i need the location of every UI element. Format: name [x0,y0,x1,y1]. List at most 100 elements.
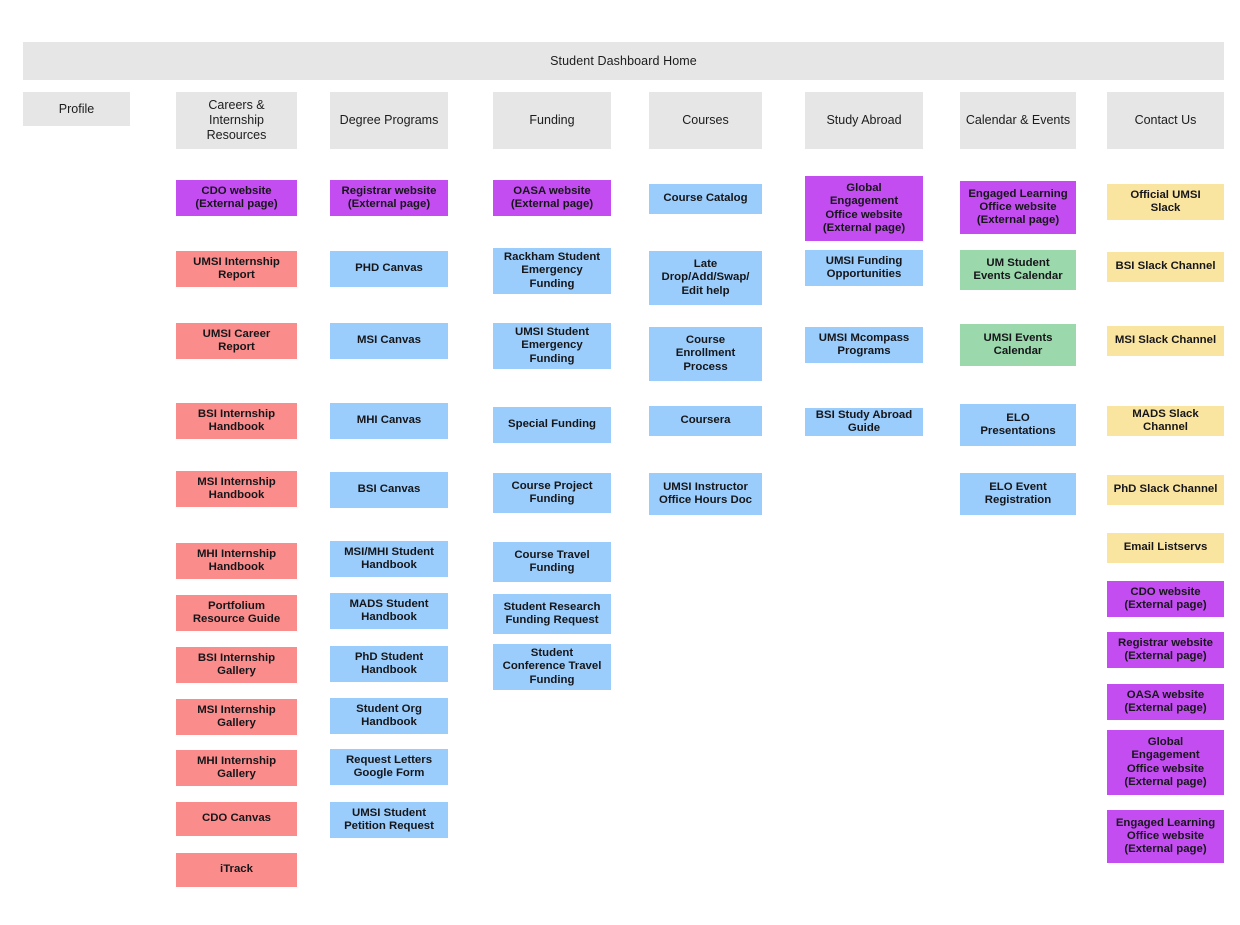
sitemap-node-label: UMSI Student Petition Request [344,806,434,832]
sitemap-node[interactable]: Late Drop/Add/Swap/ Edit help [649,251,762,305]
sitemap-node-label: Registrar website (External page) [1118,636,1213,662]
sitemap-node[interactable]: Student Org Handbook [330,698,448,734]
column-header-label: Contact Us [1134,113,1197,127]
sitemap-node-label: Student Research Funding Request [503,600,601,626]
sitemap-node[interactable]: UM Student Events Calendar [960,250,1076,290]
sitemap-node[interactable]: UMSI Career Report [176,323,297,359]
sitemap-node[interactable]: MSI Slack Channel [1107,326,1224,356]
sitemap-node[interactable]: MHI Internship Handbook [176,543,297,579]
sitemap-node[interactable]: Registrar website (External page) [330,180,448,216]
sitemap-node[interactable]: Request Letters Google Form [330,749,448,785]
sitemap-node[interactable]: Global Engagement Office website (Extern… [1107,730,1224,795]
sitemap-node[interactable]: Official UMSI Slack [1107,184,1224,220]
sitemap-node[interactable]: ELO Presentations [960,404,1076,446]
sitemap-node[interactable]: BSI Internship Handbook [176,403,297,439]
sitemap-node-label: CDO website (External page) [195,184,278,210]
sitemap-node[interactable]: MSI Internship Gallery [176,699,297,735]
sitemap-node[interactable]: UMSI Student Petition Request [330,802,448,838]
sitemap-node[interactable]: CDO website (External page) [1107,581,1224,617]
sitemap-node-label: OASA website (External page) [1124,688,1207,714]
sitemap-node-label: BSI Internship Handbook [197,407,276,433]
sitemap-node[interactable]: Portfolium Resource Guide [176,595,297,631]
sitemap-node[interactable]: Global Engagement Office website (Extern… [805,176,923,241]
sitemap-node[interactable]: MADS Student Handbook [330,593,448,629]
sitemap-node-label: ELO Presentations [980,411,1056,437]
sitemap-node[interactable]: Coursera [649,406,762,436]
sitemap-node[interactable]: UMSI Student Emergency Funding [493,323,611,369]
root-node-student-dashboard-home[interactable]: Student Dashboard Home [23,42,1224,80]
sitemap-node[interactable]: BSI Slack Channel [1107,252,1224,282]
sitemap-node-label: MSI/MHI Student Handbook [344,545,434,571]
sitemap-node-label: UM Student Events Calendar [973,256,1063,282]
column-header-profile[interactable]: Profile [23,92,130,126]
sitemap-node-label: MSI Internship Gallery [197,703,276,729]
sitemap-node-label: Engaged Learning Office website (Externa… [968,187,1068,227]
sitemap-node[interactable]: Course Travel Funding [493,542,611,582]
sitemap-node[interactable]: Course Project Funding [493,473,611,513]
sitemap-node[interactable]: Course Enrollment Process [649,327,762,381]
sitemap-node-label: CDO Canvas [201,812,271,825]
sitemap-node[interactable]: CDO Canvas [176,802,297,836]
sitemap-node[interactable]: Email Listservs [1107,533,1224,563]
sitemap-node[interactable]: iTrack [176,853,297,887]
sitemap-node[interactable]: UMSI Instructor Office Hours Doc [649,473,762,515]
sitemap-node[interactable]: Student Research Funding Request [493,594,611,634]
sitemap-node[interactable]: MHI Internship Gallery [176,750,297,786]
column-header-study_abroad[interactable]: Study Abroad [805,92,923,149]
sitemap-node[interactable]: PHD Canvas [330,251,448,287]
column-header-careers[interactable]: Careers & Internship Resources [176,92,297,149]
column-header-contact[interactable]: Contact Us [1107,92,1224,149]
sitemap-node-label: MSI Canvas [357,334,421,347]
column-header-courses[interactable]: Courses [649,92,762,149]
sitemap-node[interactable]: MHI Canvas [330,403,448,439]
sitemap-node-label: UMSI Mcompass Programs [818,331,910,357]
sitemap-node[interactable]: Course Catalog [649,184,762,214]
sitemap-node-label: BSI Slack Channel [1115,260,1216,273]
column-header-label: Calendar & Events [965,113,1071,127]
sitemap-node[interactable]: Special Funding [493,407,611,443]
sitemap-node[interactable]: Rackham Student Emergency Funding [493,248,611,294]
sitemap-node[interactable]: UMSI Mcompass Programs [805,327,923,363]
sitemap-node[interactable]: MSI/MHI Student Handbook [330,541,448,577]
sitemap-node[interactable]: ELO Event Registration [960,473,1076,515]
sitemap-node[interactable]: Engaged Learning Office website (Externa… [1107,810,1224,863]
sitemap-node[interactable]: UMSI Internship Report [176,251,297,287]
column-header-funding[interactable]: Funding [493,92,611,149]
sitemap-node[interactable]: Student Conference Travel Funding [493,644,611,690]
sitemap-node-label: MSI Slack Channel [1114,334,1217,347]
sitemap-node[interactable]: PhD Slack Channel [1107,475,1224,505]
sitemap-node[interactable]: BSI Internship Gallery [176,647,297,683]
sitemap-node[interactable]: Engaged Learning Office website (Externa… [960,181,1076,234]
sitemap-node-label: OASA website (External page) [510,184,594,210]
sitemap-node[interactable]: OASA website (External page) [1107,684,1224,720]
sitemap-node-label: Global Engagement Office website (Extern… [822,182,906,234]
sitemap-node-label: UMSI Internship Report [193,255,280,281]
sitemap-node-label: Request Letters Google Form [345,753,433,779]
sitemap-node-label: MHI Internship Handbook [196,547,277,573]
sitemap-node-label: Coursera [680,414,731,427]
sitemap-node[interactable]: UMSI Events Calendar [960,324,1076,366]
sitemap-node-label: Student Conference Travel Funding [502,647,602,686]
column-header-label: Profile [58,101,95,116]
sitemap-node-label: UMSI Career Report [202,327,271,353]
sitemap-node[interactable]: CDO website (External page) [176,180,297,216]
sitemap-node-label: Engaged Learning Office website (Externa… [1115,816,1216,856]
sitemap-node[interactable]: MSI Internship Handbook [176,471,297,507]
sitemap-node-label: BSI Study Abroad Guide [815,408,913,434]
sitemap-node[interactable]: OASA website (External page) [493,180,611,216]
sitemap-node[interactable]: MADS Slack Channel [1107,406,1224,436]
sitemap-node-label: Email Listservs [1123,541,1208,554]
sitemap-node[interactable]: Registrar website (External page) [1107,632,1224,668]
sitemap-node-label: Rackham Student Emergency Funding [503,251,601,290]
column-header-degree[interactable]: Degree Programs [330,92,448,149]
column-header-calendar[interactable]: Calendar & Events [960,92,1076,149]
sitemap-node[interactable]: PhD Student Handbook [330,646,448,682]
sitemap-node-label: Course Project Funding [511,479,593,505]
sitemap-node-label: BSI Internship Gallery [197,651,276,677]
sitemap-node[interactable]: MSI Canvas [330,323,448,359]
sitemap-node[interactable]: BSI Canvas [330,472,448,508]
sitemap-node[interactable]: UMSI Funding Opportunities [805,250,923,286]
root-node-label: Student Dashboard Home [550,54,697,68]
sitemap-node[interactable]: BSI Study Abroad Guide [805,408,923,436]
